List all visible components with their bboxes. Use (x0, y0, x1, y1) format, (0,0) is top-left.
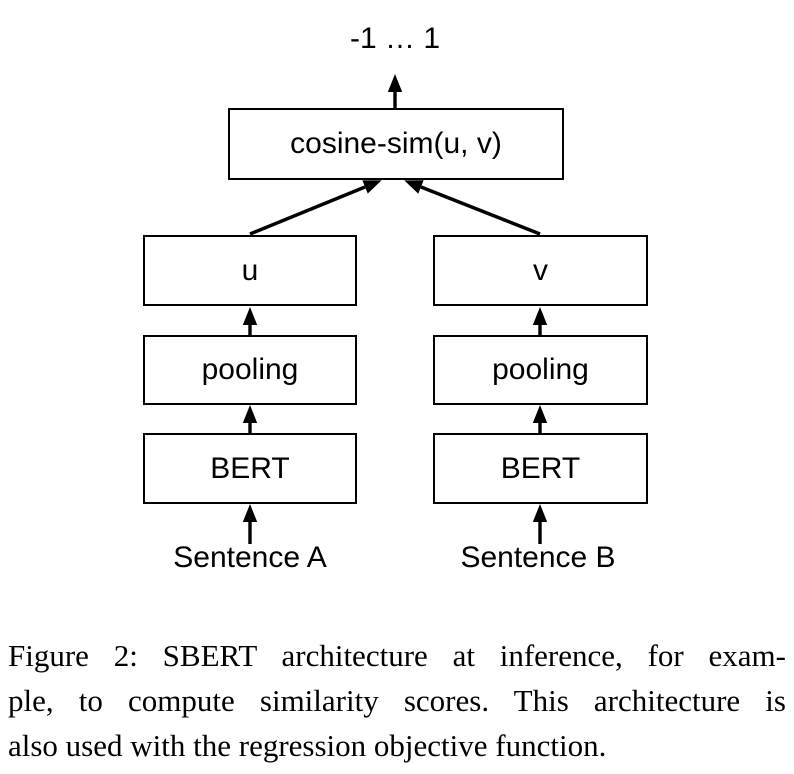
cosine-sim-box: cosine-sim(u, v) (228, 108, 564, 180)
caption-line-3: also used with the regression objective … (8, 728, 607, 763)
v-to-cosine-arrow (404, 180, 541, 236)
u-to-cosine-arrow (249, 180, 382, 236)
sentence-a-label: Sentence A (173, 541, 327, 574)
left-pooling-box: pooling (143, 335, 357, 405)
right-bert-box: BERT (433, 433, 648, 504)
u-vector-box: u (143, 235, 357, 306)
sentence-b-label: Sentence B (460, 541, 616, 574)
caption-line-2: ple, to compute similarity scores. This … (8, 683, 786, 718)
output-range-label: -1 … 1 (349, 22, 441, 55)
caption-line-1: Figure 2: SBERT architecture at inferenc… (8, 638, 786, 673)
left-bert-box: BERT (143, 433, 357, 504)
right-pooling-box: pooling (433, 335, 648, 405)
v-vector-box: v (433, 235, 648, 306)
figure-caption: Figure 2: SBERT architecture at inferenc… (8, 633, 786, 768)
arrow-layer (242, 74, 548, 544)
